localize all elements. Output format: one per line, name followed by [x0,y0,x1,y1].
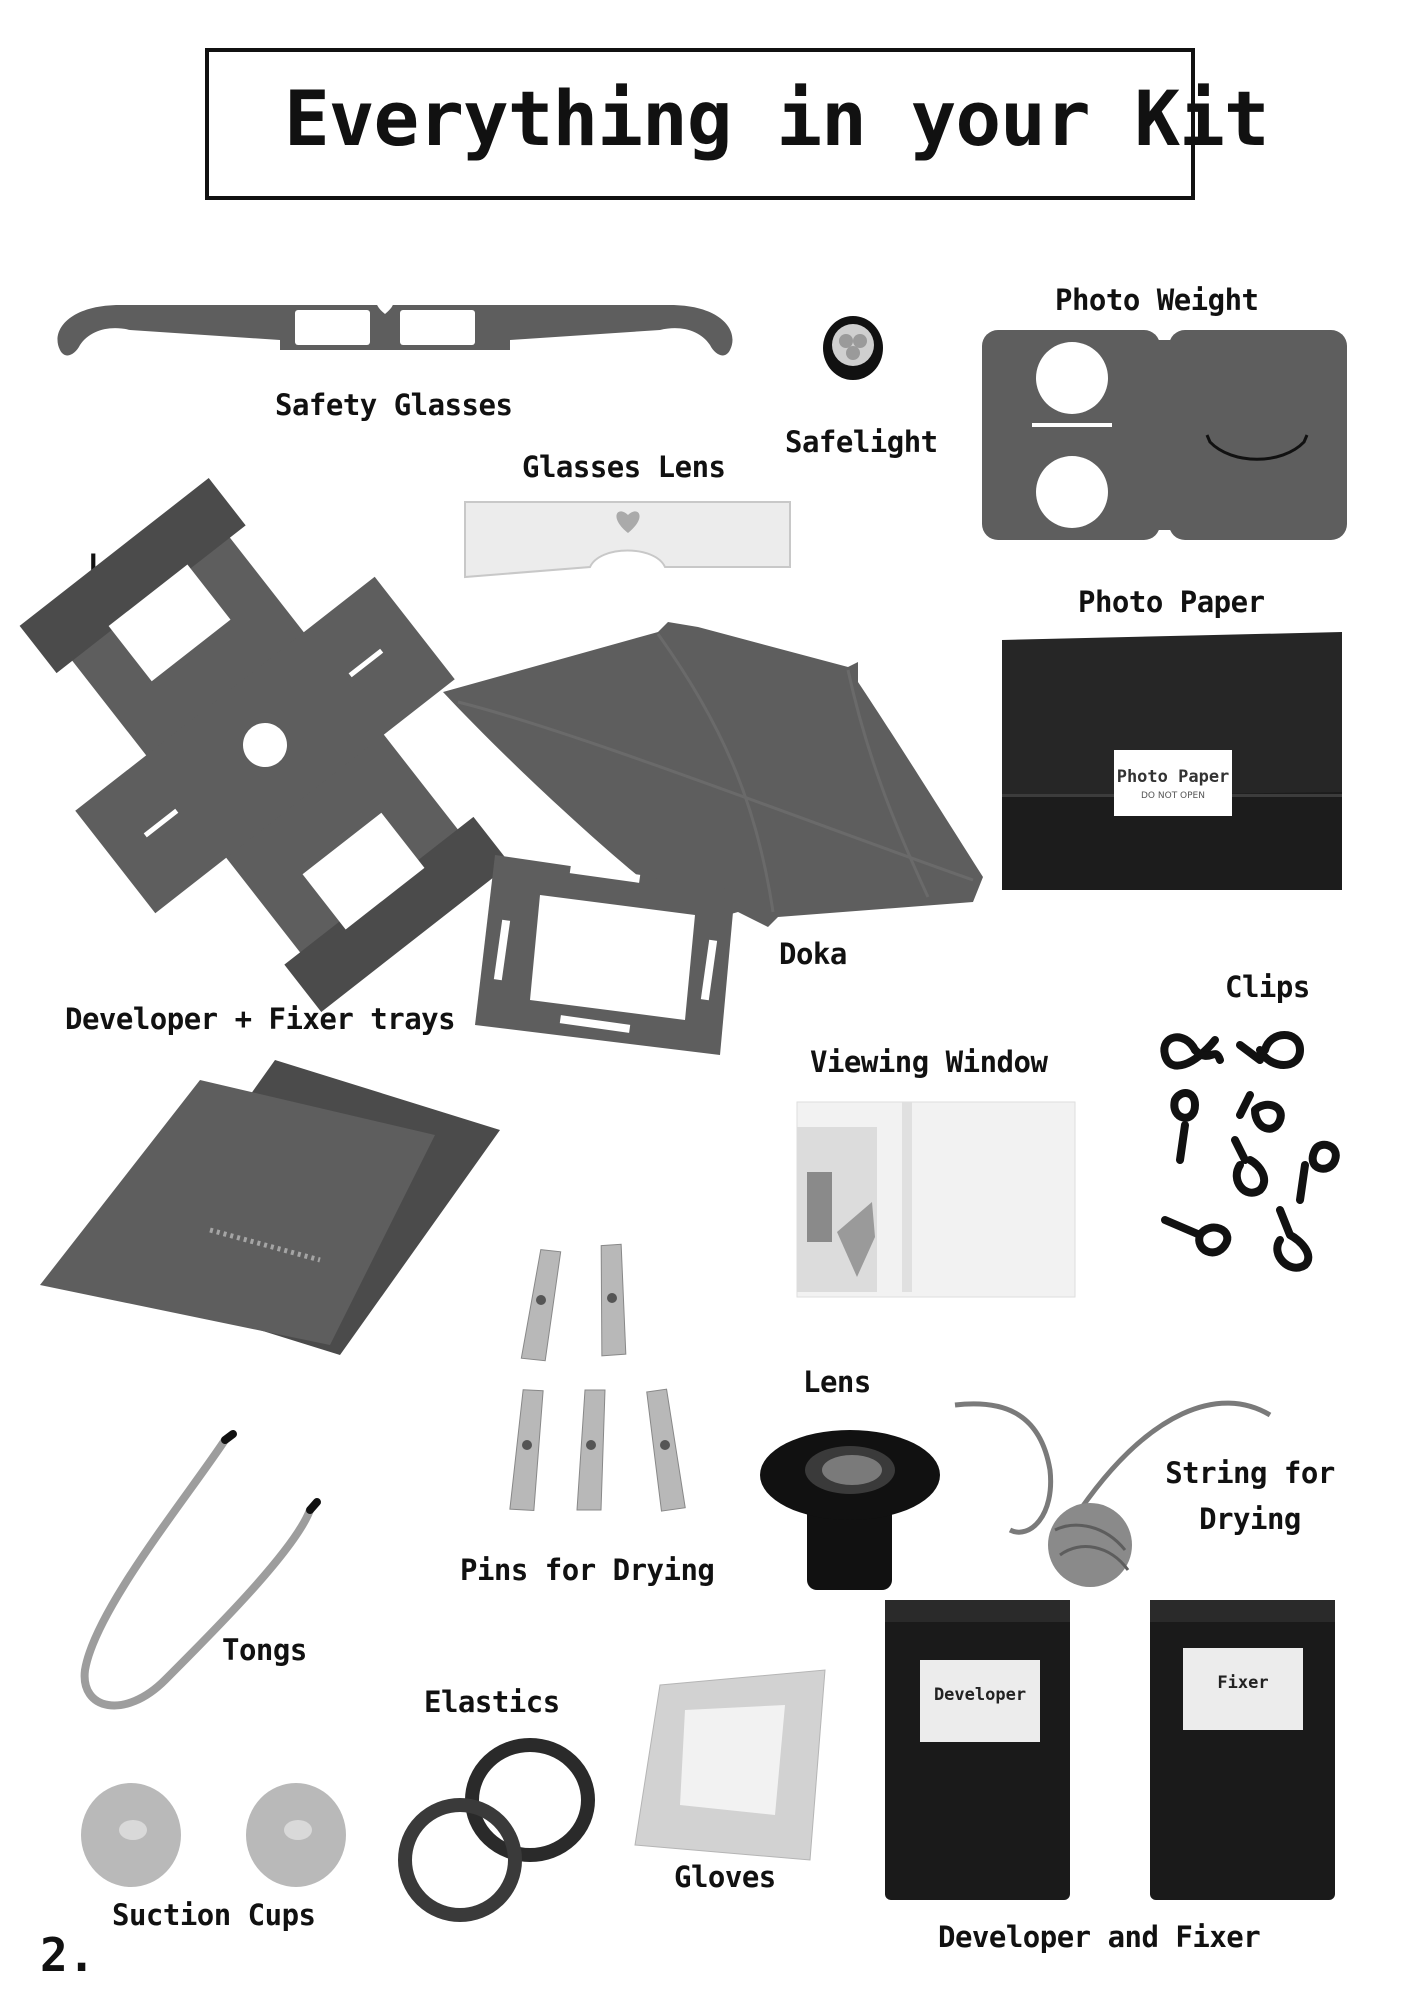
gloves-image [634,1669,826,1861]
viewing-window-image [796,1101,1076,1298]
label-viewing-window: Viewing Window [810,1045,1048,1079]
developer-fixer-trays-image [40,1060,500,1355]
page-number: 2. [40,1928,96,1982]
safelight-image [823,316,883,380]
label-gloves: Gloves [674,1860,776,1894]
fixer-packet-image: Fixer [1150,1600,1335,1900]
string-for-drying-image [954,1400,1272,1587]
photo-weight-image [982,330,1347,540]
lens-box-image [19,478,511,1012]
label-elastics: Elastics [424,1685,560,1719]
label-lens: Lens [803,1365,871,1399]
label-doka: Doka [779,937,847,971]
label-tongs: Tongs [222,1633,307,1667]
label-photo-paper: Photo Paper [1078,585,1265,619]
developer-packet-image: Developer [885,1600,1070,1900]
doka-image [443,622,983,927]
photo-paper-package-sublabel: DO NOT OPEN [1141,791,1205,801]
label-developer-fixer-trays: Developer + Fixer trays [65,1002,456,1036]
safety-glasses-image [57,299,733,356]
page-title: Everything in your Kit [284,74,1270,163]
label-glasses-lens: Glasses Lens [522,450,726,484]
label-string-for-drying: String for Drying [1165,1456,1335,1536]
tongs-image [80,1430,321,1710]
photo-paper-package-label: Photo Paper [1117,767,1230,787]
label-pins-for-drying: Pins for Drying [460,1553,715,1587]
photo-paper-image: Photo Paper DO NOT OPEN [1002,632,1342,890]
glasses-lens-image [464,501,791,579]
suction-cups-image [81,1783,346,1887]
label-safety-glasses: Safety Glasses [275,388,513,422]
fixer-package-label: Fixer [1217,1673,1268,1693]
developer-fixer-tray-frame-image [475,855,735,1055]
title-box: Everything in your Kit [205,48,1270,200]
label-developer-and-fixer: Developer and Fixer [938,1920,1261,1954]
developer-package-label: Developer [934,1685,1026,1705]
label-suction-cups: Suction Cups [112,1898,316,1932]
lens-image [760,1430,940,1590]
clips-image [1160,1031,1340,1272]
label-photo-weight: Photo Weight [1055,283,1259,317]
elastics-image [398,1738,595,1922]
label-clips: Clips [1225,970,1310,1004]
pins-for-drying-image [509,1243,686,1512]
label-safelight: Safelight [785,425,938,459]
